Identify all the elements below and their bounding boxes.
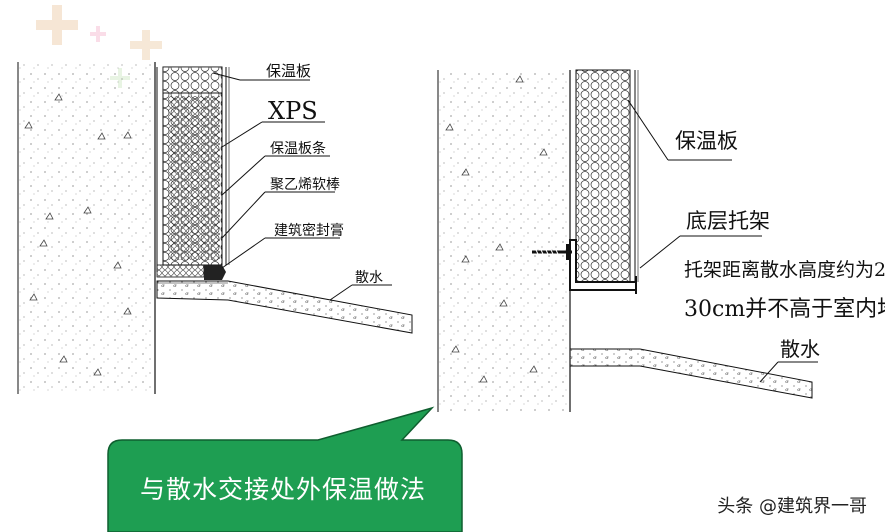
right-label-base-bracket: 底层托架 <box>686 209 770 233</box>
right-label-bracket-height-line1: 托架距离散水高度约为20～ <box>684 259 885 281</box>
left-label-pe-rod: 聚乙烯软棒 <box>270 177 340 193</box>
right-concrete-wall <box>438 70 570 412</box>
callout-title: 与散水交接处外保温做法 <box>139 475 426 504</box>
anchor-bolt-icon <box>532 244 572 260</box>
left-label-insulation-board: 保温板 <box>266 62 311 80</box>
right-label-apron: 散水 <box>780 337 820 361</box>
right-apron-slab <box>569 348 813 399</box>
watermark: 头条 @建筑界一哥 <box>717 496 867 517</box>
right-label-insulation-board: 保温板 <box>675 129 738 153</box>
left-sealant <box>204 265 226 280</box>
right-detail: 保温板 底层托架 托架距离散水高度约为20～ 30cm并不高于室内地面 散水 <box>437 69 885 412</box>
left-concrete-wall <box>18 62 155 394</box>
left-apron-slab <box>156 280 413 334</box>
right-insulation-board <box>575 69 631 283</box>
left-label-sealant: 建筑密封膏 <box>274 222 344 239</box>
right-label-bracket-height-line2: 30cm并不高于室内地面 <box>684 297 885 322</box>
left-label-insulation-strip: 保温板条 <box>270 140 326 157</box>
left-label-xps: XPS <box>268 97 318 125</box>
callout-bubble <box>107 406 463 532</box>
left-label-apron: 散水 <box>355 270 383 286</box>
left-insulation-strip <box>168 96 220 260</box>
left-detail: 保温板 XPS 保温板条 聚乙烯软棒 建筑密封膏 散水 <box>17 62 413 394</box>
